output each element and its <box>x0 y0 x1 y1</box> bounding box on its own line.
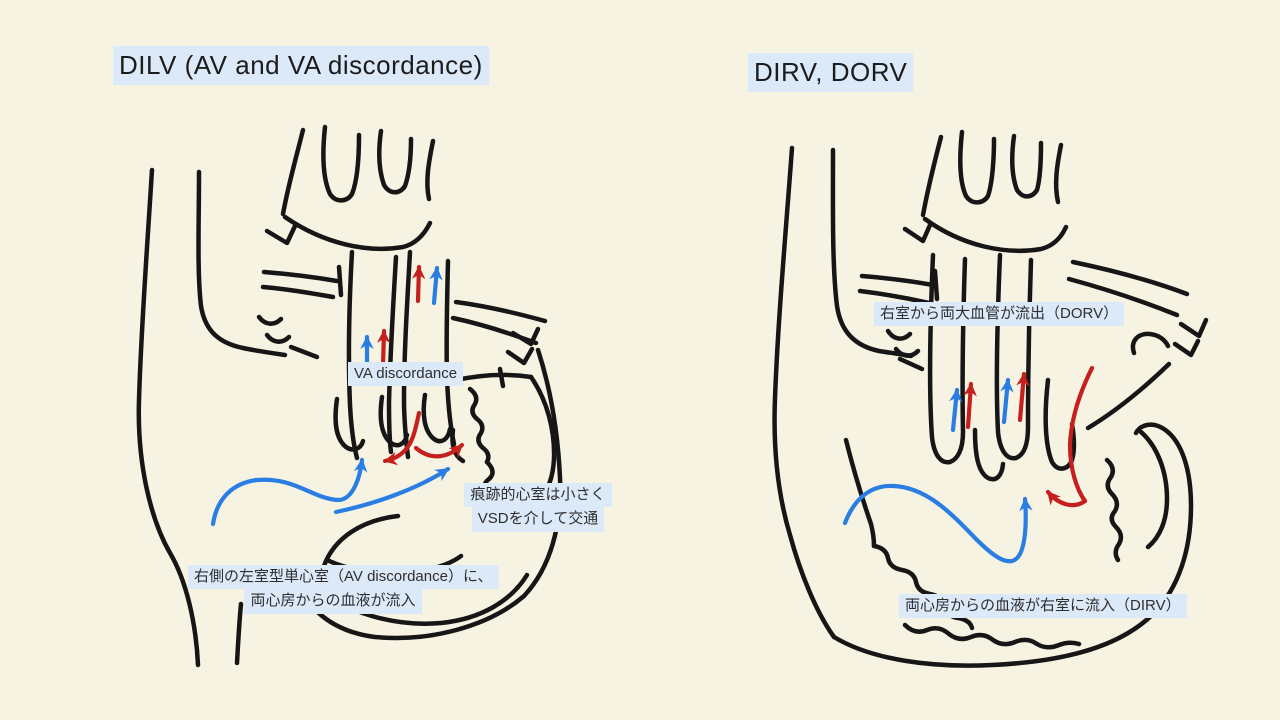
va-discordance-label: VA discordance <box>348 362 464 387</box>
dirv-heart-drawing <box>772 129 1209 668</box>
dorv-outflow-label: 右室から両大血管が流出（DORV） <box>874 302 1125 327</box>
dilv-title: DILV (AV and VA discordance) <box>113 46 489 86</box>
dirv-atrial-inflow-arrow <box>842 483 1033 564</box>
dilv-vessel2-blue-flow-arrow <box>429 265 443 306</box>
dirv-inflow-label: 両心房からの血液が右室に流入（DIRV） <box>899 594 1187 619</box>
dorv-vessel2-red-flow-arrow <box>1016 371 1030 423</box>
dilv-vessel2-red-flow-arrow <box>411 264 426 304</box>
dilv-inflow-label-line2: 両心房からの血液が流入 <box>244 589 422 614</box>
rudimentary-ventricle-label-line1: 痕跡的心室は小さく <box>464 483 612 508</box>
dorv-vessel1-red-flow-arrow <box>963 381 977 430</box>
dilv-vessel1-red-flow-arrow <box>376 328 391 369</box>
dirv-title-text: DIRV, DORV <box>748 53 914 93</box>
dorv-vessel1-blue-flow-arrow <box>949 387 963 433</box>
dilv-atrial-inflow-right-arrow <box>333 466 451 515</box>
dilv-vsd-shunt-left-arrow <box>382 410 422 466</box>
dilv-atrial-inflow-left-arrow <box>210 457 368 527</box>
dilv-title-text: DILV (AV and VA discordance) <box>113 46 489 86</box>
dorv-vessel2-blue-flow-arrow <box>1000 377 1014 425</box>
dilv-inflow-label: 右側の左室型単心室（AV discordance）に、 両心房からの血液が流入 <box>188 565 499 614</box>
dirv-title: DIRV, DORV <box>748 53 914 93</box>
rudimentary-ventricle-label-line2: VSDを介して交通 <box>471 507 605 532</box>
dilv-flow-arrows <box>210 264 465 527</box>
dilv-inflow-label-line1: 右側の左室型単心室（AV discordance）に、 <box>188 565 499 590</box>
dirv-aortic-return-arrow <box>1045 489 1088 508</box>
dirv-aortic-return-curve <box>1067 365 1095 504</box>
rudimentary-ventricle-label: 痕跡的心室は小さく VSDを介して交通 <box>460 483 616 532</box>
dirv-flow-arrows <box>842 365 1095 564</box>
dilv-vsd-shunt-right-arrow <box>413 442 465 459</box>
